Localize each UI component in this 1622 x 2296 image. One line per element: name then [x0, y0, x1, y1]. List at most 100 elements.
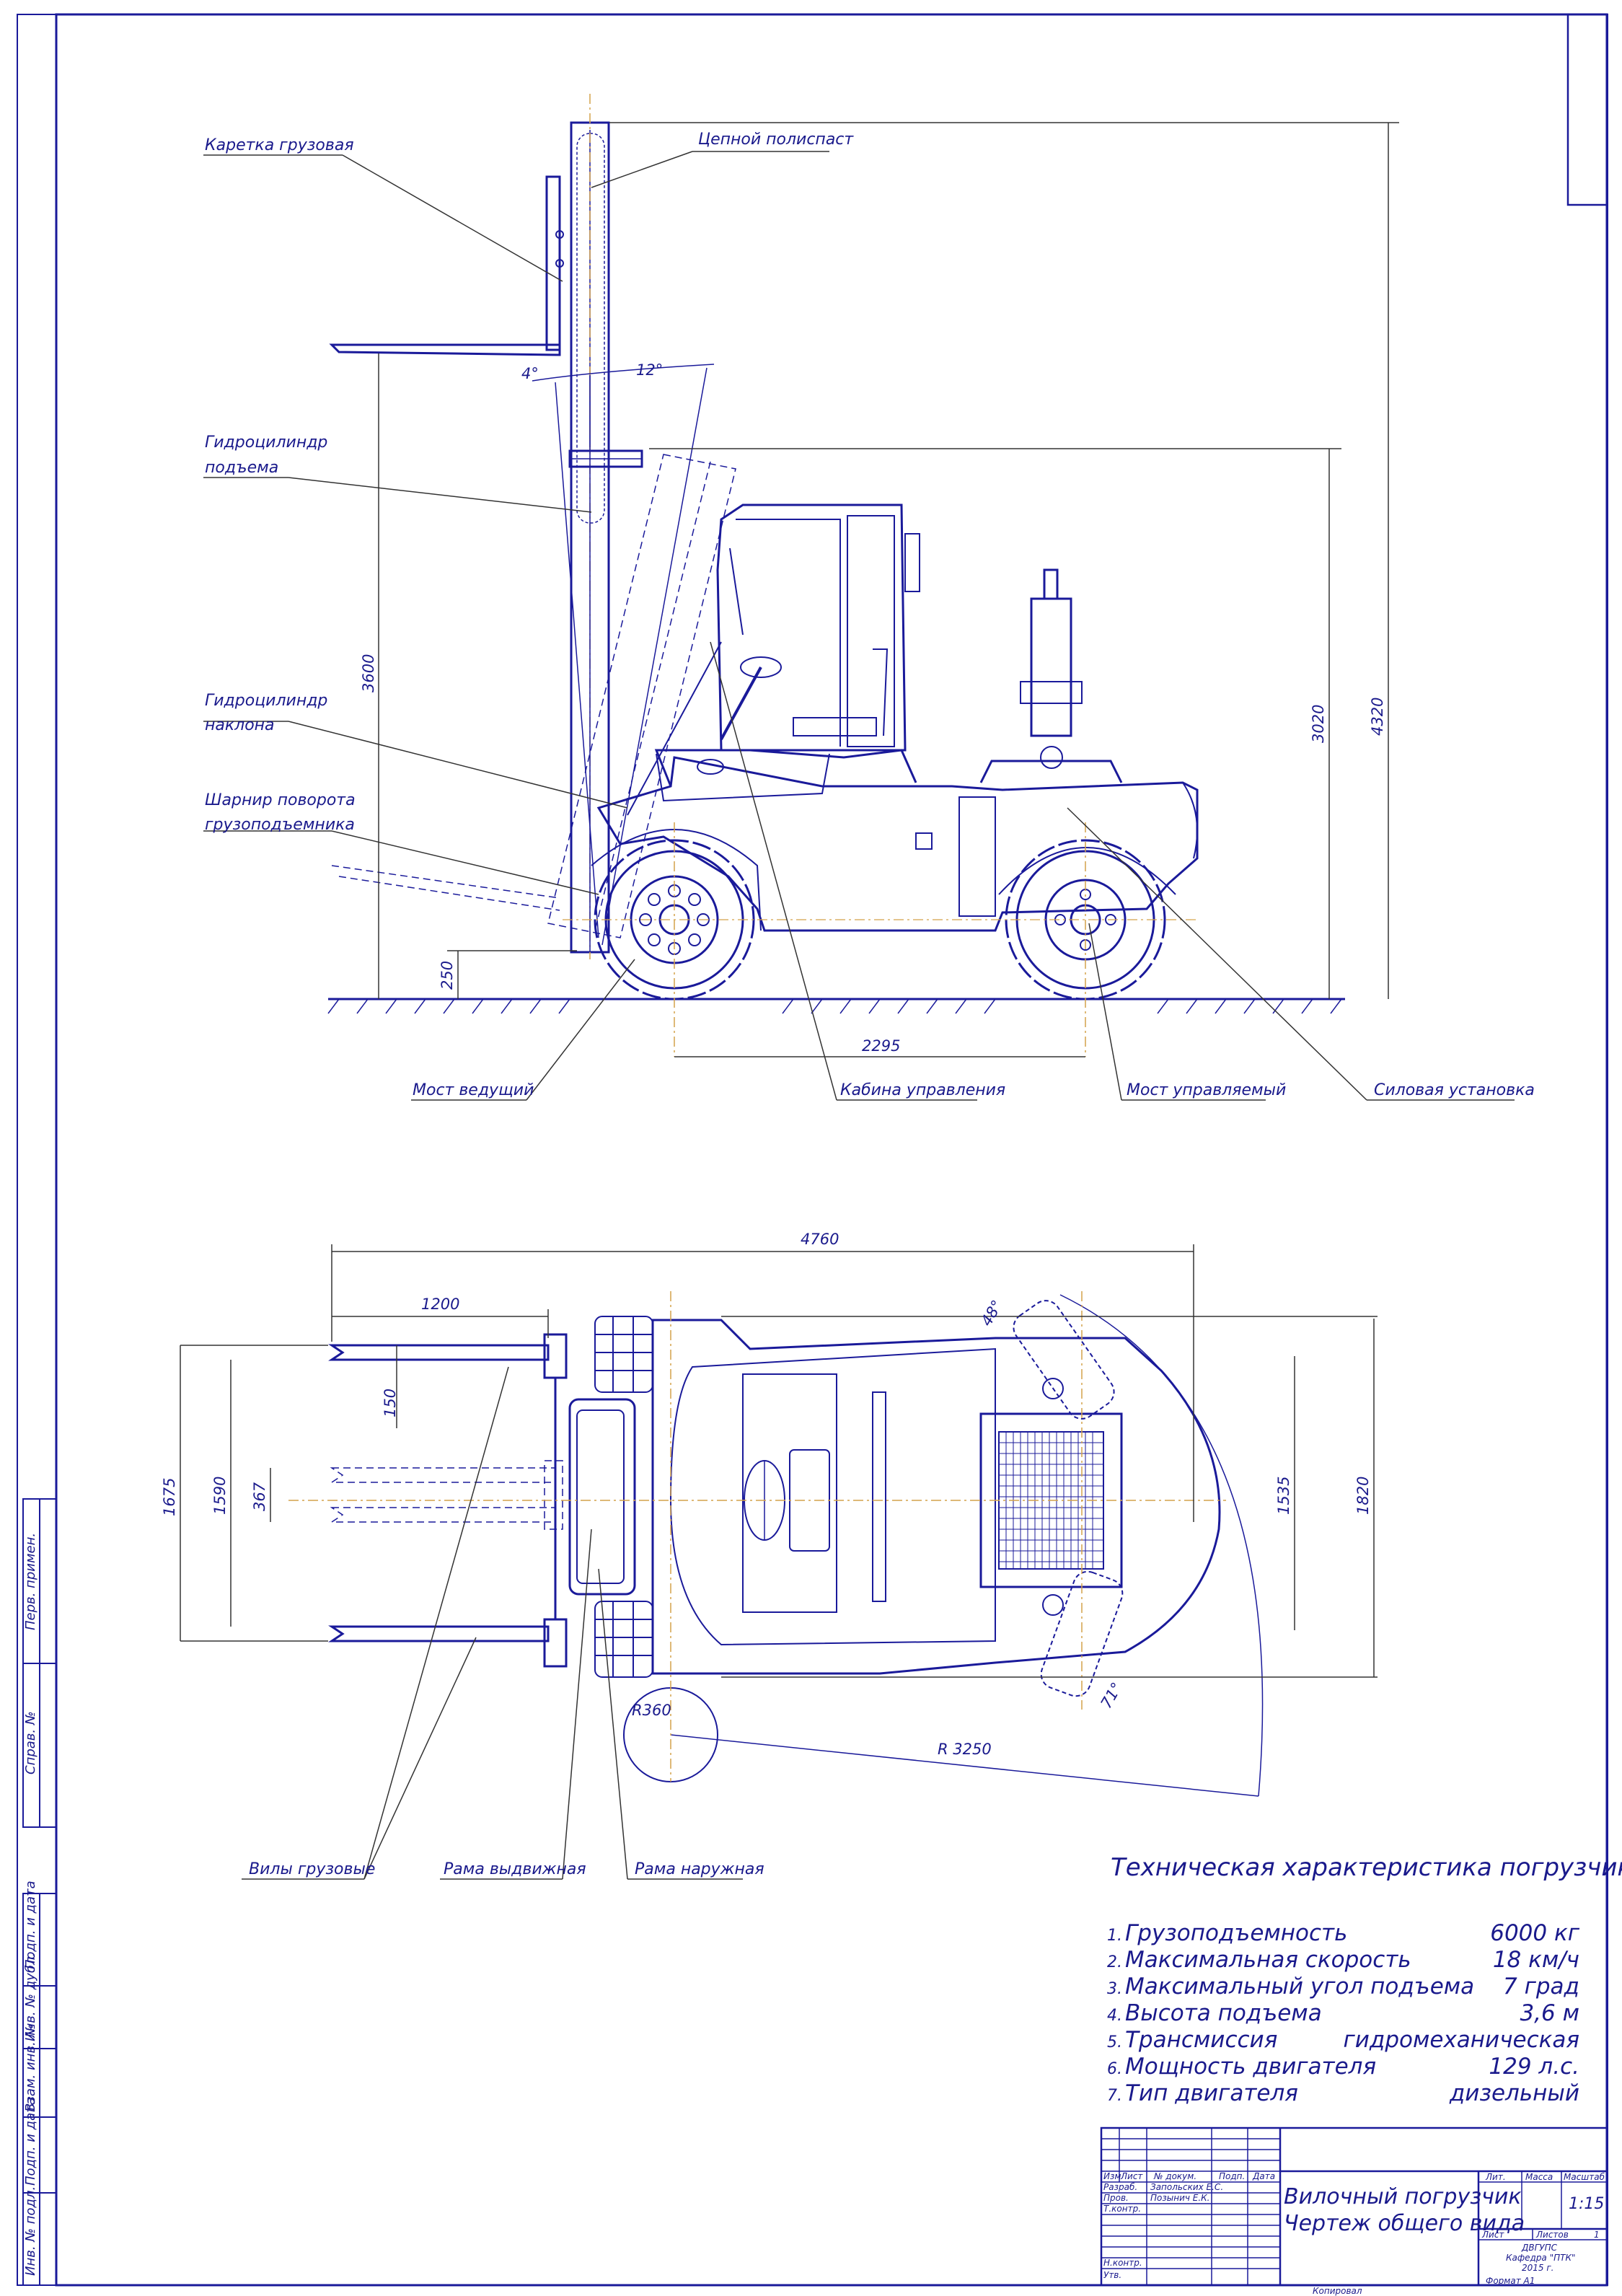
spec-num-7: 7.: [1107, 2087, 1122, 2105]
dim-fork-w: 150: [382, 1389, 399, 1417]
stamp-razrab-name: Запольских Е.С.: [1150, 2182, 1223, 2192]
specs-block: Техническая характеристика погрузчика 1.…: [1107, 1853, 1622, 2106]
label-carriage: Каретка грузовая: [205, 136, 354, 154]
label-forks: Вилы грузовые: [249, 1860, 375, 1878]
stamp-org-2: Кафедра "ПТК": [1506, 2253, 1576, 2263]
spec-name-5: Трансмиссия: [1125, 2027, 1277, 2053]
spec-value-4: 3,6 м: [1520, 2000, 1579, 2026]
label-chain: Цепной полиспаст: [698, 131, 854, 149]
sheet-frame: [17, 13, 1608, 2287]
margin-label-perv: Перв. примен.: [23, 1533, 38, 1630]
label-tilt-cyl-2: наклона: [205, 716, 275, 734]
dim-length: 4760: [801, 1231, 839, 1248]
dim-outer-r: R 3250: [938, 1741, 992, 1758]
stamp-scale: 1:15: [1569, 2195, 1604, 2213]
spec-num-3: 3.: [1107, 1980, 1122, 1998]
dim-angle-fwd: 12°: [636, 361, 663, 379]
stamp-format: Формат А1: [1486, 2276, 1535, 2286]
dim-spread-min: 367: [251, 1482, 268, 1511]
margin-label-podp2: Подп. и дата: [23, 2097, 38, 2186]
label-hinge-1: Шарнир поворота: [205, 791, 356, 809]
label-hinge-2: грузоподъемника: [205, 816, 355, 834]
dim-wheelbase: 2295: [862, 1037, 900, 1055]
spec-num-2: 2.: [1107, 1953, 1122, 1971]
label-lift-cyl-2: подъема: [205, 459, 278, 477]
dim-total-height: 4320: [1369, 698, 1386, 736]
margin-label-podp1: Подп. и дата: [23, 1881, 38, 1969]
stamp-col-date: Дата: [1252, 2171, 1275, 2181]
spec-value-6: 129 л.с.: [1489, 2054, 1579, 2080]
dim-lift-height: 3600: [360, 654, 377, 692]
side-dimensions: [378, 122, 1399, 1057]
top-view: [288, 1291, 1264, 1797]
spec-num-4: 4.: [1107, 2007, 1122, 2025]
dim-cab-height: 3020: [1310, 705, 1327, 743]
dim-spread: 1590: [211, 1477, 229, 1515]
dim-angle-back: 4°: [521, 365, 539, 382]
dim-inner-r: R360: [632, 1702, 671, 1719]
side-view: [327, 94, 1345, 1057]
specs-title: Техническая характеристика погрузчика: [1111, 1853, 1622, 1882]
label-steer-axle: Мост управляемый: [1127, 1081, 1286, 1099]
margin-label-podl: Инв. № подл.: [23, 2186, 38, 2276]
spec-name-7: Тип двигателя: [1125, 2080, 1298, 2106]
stamp-nkontr: Н.контр.: [1103, 2258, 1142, 2268]
stamp-org-3: 2015 г.: [1522, 2263, 1553, 2273]
margin-label-vzam: Взам. инв. №: [23, 2024, 38, 2112]
title-block: [1100, 2126, 1608, 2287]
spec-name-1: Грузоподъемность: [1125, 1920, 1347, 1946]
top-dim-values: 4760 1200 150 1675 1590 367 1535 1820 R3…: [161, 1231, 1372, 1758]
stamp-masshtab: Масштаб: [1564, 2172, 1605, 2182]
label-drive-axle: Мост ведущий: [413, 1081, 534, 1099]
stamp-col-izm: Изм: [1103, 2171, 1121, 2181]
dim-width: 1820: [1354, 1477, 1372, 1515]
stamp-tkontr: Т.контр.: [1103, 2204, 1141, 2214]
side-labels: Каретка грузовая Цепной полиспаст Гидроц…: [205, 131, 1535, 1099]
stamp-lit: Лит.: [1485, 2172, 1506, 2182]
stamp-copied: Копировал: [1313, 2286, 1362, 2296]
spec-num-6: 6.: [1107, 2060, 1122, 2078]
stamp-title-1: Вилочный погрузчик: [1284, 2184, 1522, 2209]
stamp-sheets-n: 1: [1594, 2230, 1600, 2240]
spec-value-1: 6000 кг: [1490, 1920, 1579, 1946]
spec-value-5: гидромеханическая: [1343, 2027, 1579, 2053]
spec-list: 1. Грузоподъемность 6000 кг 2. Максималь…: [1107, 1920, 1580, 2106]
dim-fork-clear: 250: [438, 961, 456, 990]
spec-name-6: Мощность двигателя: [1125, 2054, 1376, 2080]
margin-label-dubl: Инв. № дубл.: [23, 1953, 38, 2041]
top-labels: Вилы грузовые Рама выдвижная Рама наружн…: [249, 1860, 764, 1878]
dim-spread-max: 1675: [161, 1478, 178, 1516]
spec-value-3: 7 град: [1503, 1974, 1579, 2000]
stamp-col-doc: № докум.: [1153, 2171, 1196, 2181]
spec-num-5: 5.: [1107, 2033, 1122, 2051]
margin-label-sprav: Справ. №: [23, 1711, 38, 1774]
side-dim-values: 4° 12° 3600 250 3020 4320 2295: [360, 361, 1386, 1055]
spec-num-1: 1.: [1107, 1927, 1122, 1945]
stamp-prov: Пров.: [1103, 2193, 1129, 2203]
spec-name-4: Высота подъема: [1125, 2000, 1322, 2026]
label-power-unit: Силовая установка: [1374, 1081, 1535, 1099]
label-outer-frame: Рама наружная: [635, 1860, 764, 1878]
stamp-title-2: Чертеж общего вида: [1284, 2211, 1525, 2236]
title-block-text: Вилочный погрузчик Чертеж общего вида Из…: [1103, 2171, 1605, 2296]
label-lift-cyl-1: Гидроцилиндр: [205, 434, 327, 452]
stamp-razrab: Разраб.: [1103, 2182, 1137, 2192]
label-tilt-cyl-1: Гидроцилиндр: [205, 692, 327, 710]
spec-value-7: дизельный: [1449, 2080, 1579, 2106]
stamp-col-sign: Подп.: [1219, 2171, 1245, 2181]
top-leaders: [242, 1366, 743, 1880]
side-leaders: [203, 151, 1515, 1101]
margin-columns: [22, 1498, 57, 2286]
dim-track: 1535: [1275, 1477, 1292, 1515]
spec-value-2: 18 км/ч: [1493, 1947, 1579, 1973]
stamp-utv: Утв.: [1103, 2270, 1121, 2280]
label-inner-frame: Рама выдвижная: [444, 1860, 586, 1878]
margin-column-labels: Перв. примен. Справ. № Подп. и дата Инв.…: [23, 1533, 38, 2276]
dim-fork-len: 1200: [421, 1296, 459, 1313]
stamp-prov-name: Позынич Е.К.: [1150, 2193, 1210, 2203]
stamp-col-list: Лист: [1120, 2171, 1143, 2181]
label-cab: Кабина управления: [840, 1081, 1005, 1099]
top-dimensions: [180, 1244, 1378, 1678]
stamp-sheets: Листов: [1535, 2230, 1569, 2240]
